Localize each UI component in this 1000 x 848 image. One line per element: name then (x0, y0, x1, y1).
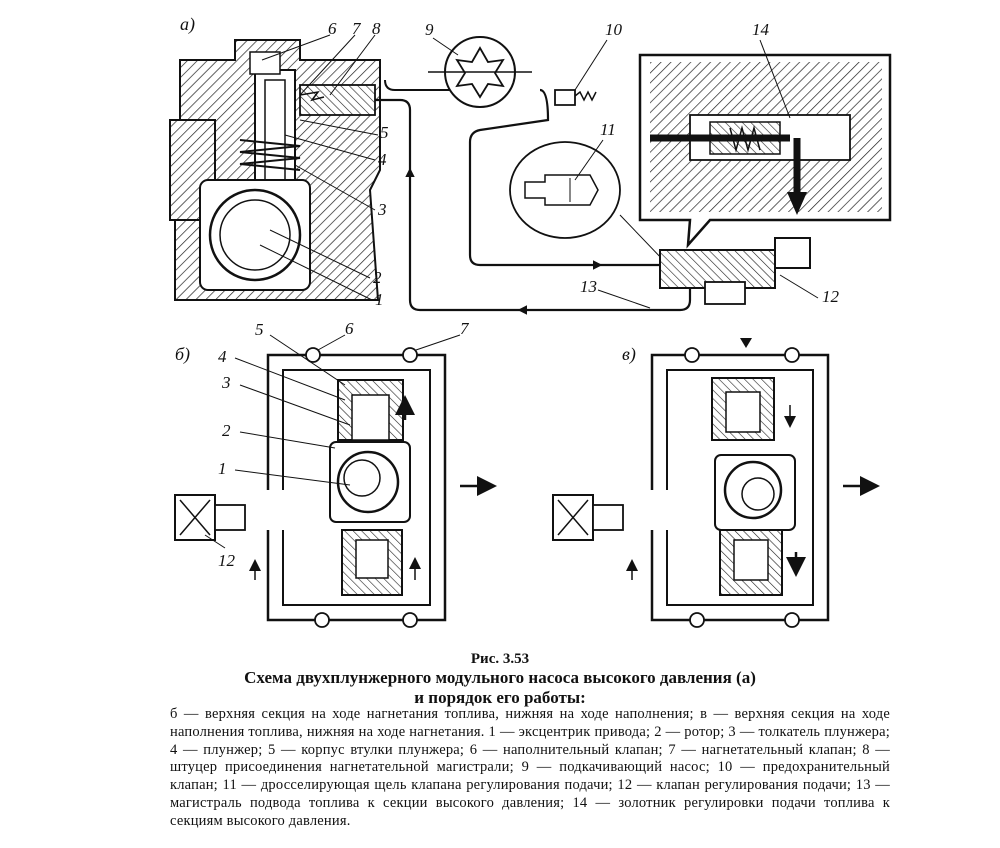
callout-a-14: 14 (752, 20, 770, 39)
label-view-b: б) (175, 344, 190, 365)
callout-b-3: 3 (221, 373, 231, 392)
plunger-spring (239, 139, 301, 171)
view-a: а) 6 7 8 5 4 3 2 1 9 10 11 (169, 14, 892, 315)
delivery-valve-bot-c (784, 612, 800, 628)
callout-a-12: 12 (822, 287, 840, 306)
callout-b-1: 1 (218, 459, 227, 478)
eccentric-c (723, 460, 783, 520)
eccentric (208, 188, 302, 282)
view-c: в) (552, 338, 880, 628)
callout-a-3: 3 (377, 200, 387, 219)
label-view-a: а) (180, 14, 195, 35)
callout-a-13: 13 (580, 277, 597, 296)
callout-a-2: 2 (373, 268, 382, 287)
callout-b-7: 7 (460, 319, 470, 338)
callout-a-6: 6 (328, 19, 337, 38)
delivery-valve-bot-b (402, 612, 418, 628)
delivery-line (375, 98, 692, 312)
callout-b-4: 4 (218, 347, 227, 366)
filling-valve (249, 51, 281, 75)
pump-diagram: а) 6 7 8 5 4 3 2 1 9 10 11 (169, 14, 892, 628)
callout-a-5: 5 (380, 123, 389, 142)
callout-a-10: 10 (605, 20, 623, 39)
callout-a-11: 11 (600, 120, 616, 139)
plunger (264, 79, 286, 181)
figure-number: Рис. 3.53 (470, 651, 530, 667)
figure-legend: б — верхняя секция на ходе нагнетания то… (170, 706, 890, 829)
label-view-c: в) (622, 344, 636, 365)
callout-b-12: 12 (218, 551, 236, 570)
figure-caption: Рис. 3.53 Схема двухплунжерного модульно… (0, 650, 1000, 708)
callout-a-9: 9 (425, 20, 434, 39)
callout-b-6: 6 (345, 319, 354, 338)
callout-a-7: 7 (352, 19, 362, 38)
figure-title-line1: Схема двухплунжерного модульного насоса … (244, 668, 756, 687)
callout-a-1: 1 (375, 290, 384, 309)
callout-b-2: 2 (222, 421, 231, 440)
callout-a-4: 4 (378, 150, 387, 169)
feed-line-13 (384, 79, 460, 91)
view-b: б) (174, 319, 497, 628)
filling-valve-bot-b (314, 612, 330, 628)
callout-a-8: 8 (372, 19, 381, 38)
filling-valve-top-c (684, 347, 700, 363)
rotor (219, 199, 291, 271)
figure-title-line2: и порядок его работы: (414, 688, 586, 707)
eccentric-b (336, 450, 400, 514)
safety-valve (554, 89, 576, 106)
filling-valve-bot-c (689, 612, 705, 628)
callout-b-5: 5 (255, 320, 264, 339)
filling-valve-top-b (305, 347, 321, 363)
delivery-valve-top-b (402, 347, 418, 363)
circuit-c (650, 353, 830, 622)
delivery-valve-top-c (784, 347, 800, 363)
circuit-b (266, 353, 447, 622)
return-line (468, 88, 660, 267)
